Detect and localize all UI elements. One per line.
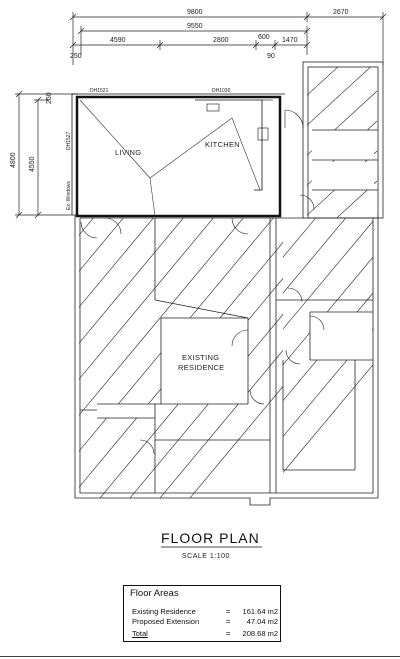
area-label: Proposed Extension [132,617,200,626]
area-row-total: Total = 208.68 m2 [132,629,278,639]
extension-walls [71,93,285,218]
dim-right-extension: 2670 [333,9,349,16]
dim-middle: 9550 [187,23,203,30]
area-row-existing: Existing Residence = 161.64 m2 [132,607,278,617]
area-equals: = [226,607,231,616]
area-value: 161.64 m2 [242,607,278,616]
area-value: 47.04 m2 [246,617,278,626]
dim-seg-b: 2800 [213,37,229,44]
area-equals: = [226,629,231,638]
room-kitchen: KITCHEN [205,140,240,149]
window-dh1521: DH1521 [90,88,109,94]
area-label: Total [132,629,148,638]
area-value: 208.68 m2 [242,629,278,638]
window-dh1527: DH1527 [66,131,72,150]
dim-bottom-right: 90 [267,53,275,60]
dim-seg-c: 600 [258,34,270,41]
window-dh1030: DH1030 [212,88,231,94]
building-outlines [74,61,384,506]
ex-windows-label: Ex. Windows [66,181,72,210]
existing-blank-rooms [97,318,248,418]
area-row-proposed: Proposed Extension = 47.04 m2 [132,617,278,627]
dim-seg-d: 1470 [282,37,298,44]
left-dimensions [15,90,78,219]
plan-scale: SCALE 1:100 [182,553,230,560]
area-equals: = [226,617,231,626]
dim-overall: 9800 [187,9,203,16]
floor-areas-heading: Floor Areas [130,588,179,599]
dim-bottom-left: 250 [70,53,82,60]
room-labels: LIVING KITCHEN EXISTING RESIDENCE [115,140,240,372]
floor-areas-box: Floor Areas Existing Residence = 161.64 … [123,585,281,642]
page-bottom-rule [0,656,400,657]
room-existing-line1: EXISTING [182,353,219,362]
dim-vertical-top: 250 [46,92,53,104]
top-dimension-labels: 9800 2670 9550 4590 2800 600 1470 250 90 [70,9,349,60]
door-swings [80,109,325,455]
dim-seg-a: 4590 [110,37,126,44]
window-labels: DH1521 DH1030 DH1527 Ex. Windows [66,88,231,210]
area-label: Existing Residence [132,607,196,616]
top-dimensions [69,12,387,65]
strip-blank-rooms [312,130,374,190]
plan-title: FLOOR PLAN [161,530,260,546]
room-living: LIVING [115,148,141,157]
right-blank-rooms [310,312,372,360]
dim-vertical-outer: 4800 [10,152,17,168]
dim-vertical-inner: 4550 [29,156,36,172]
room-existing-line2: RESIDENCE [178,363,224,372]
